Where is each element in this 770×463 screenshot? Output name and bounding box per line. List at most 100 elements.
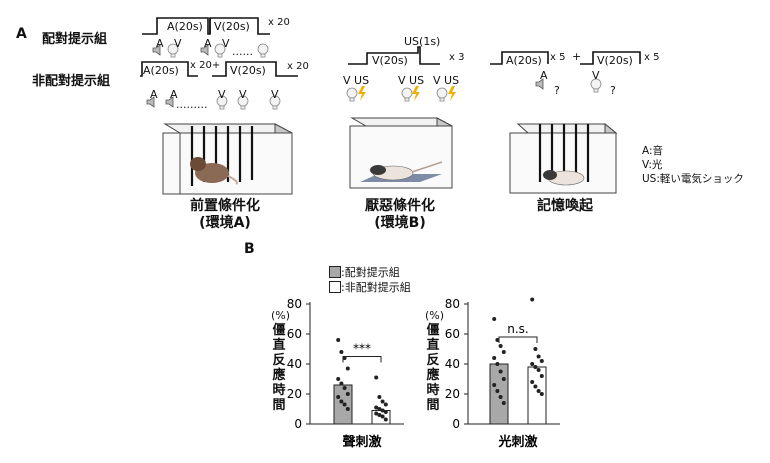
ylabel-right-unit: (%): [425, 309, 445, 322]
cage-2: [349, 117, 453, 189]
caption-aversive: 厭惡條件化 (環境B): [340, 198, 460, 232]
point-1-2-6: [377, 407, 382, 411]
point-1-2-2: [377, 395, 382, 399]
point-1-1-12: [345, 407, 350, 411]
point-2-1-11: [498, 395, 503, 399]
recall-plus: +: [572, 50, 582, 63]
y-tick-label-1-20: 20: [287, 387, 302, 401]
panel-a-label: A: [16, 26, 27, 42]
fear-trace: [348, 46, 440, 65]
caption-aversive-line1: 厭惡條件化: [365, 198, 435, 214]
point-2-2-12: [539, 392, 544, 396]
point-2-1-9: [492, 383, 497, 387]
paired-group-label: 配對提示組: [42, 32, 108, 47]
sig-label-1: ***: [353, 342, 371, 356]
y-tick-label-2-80: 80: [445, 297, 460, 311]
ylabel-left-char-5: 時: [272, 383, 286, 398]
legend-label-paired: :配對提示組: [341, 266, 400, 279]
y-tick-label-1-80: 80: [287, 297, 302, 311]
caption-preconditioning-line2: (環境A): [199, 215, 251, 231]
point-1-2-10: [377, 413, 382, 417]
rat-2: [370, 161, 443, 181]
point-2-2-11: [536, 389, 541, 393]
unpaired-group-label: 非配對提示組: [32, 74, 111, 89]
point-1-1-9: [336, 395, 341, 399]
recall-trace-v: [580, 51, 641, 65]
unpaired-trace-a: [140, 61, 198, 77]
panel-b-label: B: [244, 241, 255, 257]
paired-stim-4: V: [222, 37, 230, 50]
point-1-1-5: [336, 377, 341, 381]
point-1-2-4: [383, 402, 388, 407]
fear-stim-1: V US: [343, 74, 370, 87]
recall-q-1: ?: [554, 84, 560, 97]
lightning-icons: [358, 86, 456, 101]
ylabel-right-char-3: 反: [426, 353, 440, 368]
caption-recall-line1: 記憶喚起: [537, 198, 593, 214]
ylabel-right-char-1: 僵: [426, 323, 440, 338]
unpaired-rep2: x 20: [287, 61, 309, 72]
rat-3: [543, 170, 585, 186]
unpaired-rep1: x 20+: [190, 60, 221, 71]
caption-preconditioning-line1: 前置條件化: [190, 198, 260, 214]
caption-aversive-line2: (環境B): [374, 215, 426, 231]
point-2-1-1: [492, 317, 497, 321]
point-1-1-10: [339, 399, 344, 404]
fear-seg: V(20s): [372, 54, 408, 67]
point-2-2-1: [530, 297, 535, 302]
ylabel-left-char-6: 間: [272, 398, 286, 413]
y-tick-label-2-20: 20: [445, 387, 460, 401]
y-tick-label-1-60: 60: [287, 327, 302, 341]
point-1-1-1: [336, 338, 341, 342]
paired-trace: [142, 17, 270, 35]
x-label-1: 聲刺激: [342, 434, 382, 450]
unpaired-stim-5: V: [271, 88, 279, 101]
y-tick-label-2-0: 0: [452, 417, 460, 431]
paired-stim-2: V: [174, 37, 182, 50]
point-2-2-2: [533, 347, 538, 351]
ylabel-left: (%) 僵 直 反 應 時 間: [271, 308, 291, 413]
ylabel-left-char-4: 應: [272, 368, 286, 383]
bulb-icons: [167, 43, 602, 110]
point-1-2-3: [380, 399, 385, 404]
point-1-1-6: [339, 381, 344, 386]
ylabel-left-unit: (%): [271, 309, 291, 322]
y-tick-label-2-40: 40: [445, 357, 460, 371]
y-tick-label-2-60: 60: [445, 327, 460, 341]
point-2-1-12: [501, 401, 506, 405]
legend-swatch-paired: [329, 266, 341, 278]
point-2-1-7: [498, 369, 503, 374]
unpaired-stim-1: A: [150, 88, 158, 101]
point-1-2-11: [380, 414, 385, 419]
fear-us: US(1s): [404, 35, 441, 48]
unpaired-seg1: A(20s): [143, 64, 179, 77]
fear-rep: x 3: [449, 52, 465, 63]
ylabel-right-char-5: 時: [426, 383, 440, 398]
paired-stim-3: A: [204, 37, 212, 50]
point-2-1-8: [501, 377, 506, 381]
point-1-1-4: [345, 366, 350, 371]
point-1-2-1: [374, 375, 379, 380]
unpaired-dots: .........: [176, 98, 208, 111]
fear-stim-2: V US: [398, 74, 425, 87]
speaker-icons: [146, 44, 544, 108]
legend-swatch-unpaired: [329, 281, 341, 293]
recall-seg1: A(20s): [506, 54, 542, 67]
point-2-1-5: [492, 356, 497, 360]
x-label-2: 光刺激: [497, 434, 538, 450]
recall-stim-v: V: [592, 69, 600, 82]
point-1-2-12: [383, 417, 388, 422]
point-2-2-10: [533, 384, 538, 389]
ylabel-left-char-1: 僵: [272, 323, 286, 338]
caption-recall: 記憶喚起: [510, 198, 620, 215]
paired-seg2: V(20s): [214, 20, 250, 33]
legend-a-us: US:軽い電気ショック: [642, 173, 744, 185]
fear-stim-3: V US: [433, 74, 460, 87]
point-2-2-9: [530, 380, 535, 384]
ylabel-right-char-2: 直: [426, 338, 440, 353]
paired-stim-1: A: [156, 37, 164, 50]
point-1-1-11: [342, 402, 347, 407]
point-1-2-9: [374, 411, 379, 416]
point-1-2-5: [374, 405, 379, 410]
